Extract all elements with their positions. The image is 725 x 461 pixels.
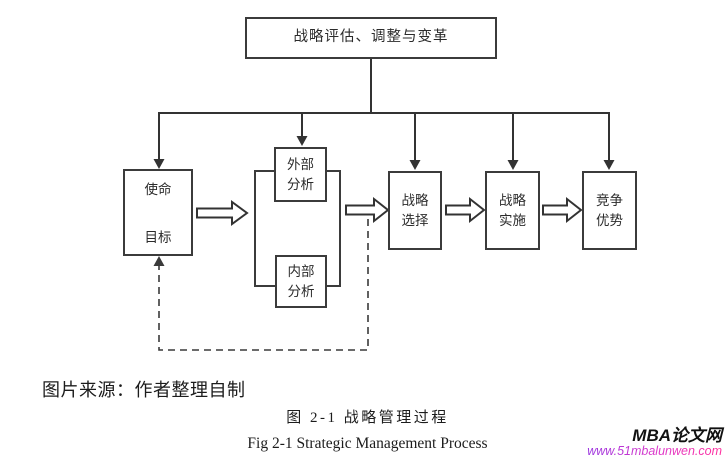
strategic-implementation-line1: 战略 — [499, 192, 526, 208]
drop-arrowhead-external-icon — [296, 136, 308, 146]
strategic-implementation-line2: 实施 — [499, 212, 526, 228]
watermark-site-name: MBA论文网 — [632, 425, 722, 445]
internal-analysis-line1: 内部 — [287, 263, 315, 279]
block-arrow-mission-to-analysis-icon — [196, 200, 249, 226]
goals-label: 目标 — [144, 230, 172, 246]
mission-label: 使命 — [144, 182, 172, 197]
watermark-site-url[interactable]: www.51mbalunwen.com — [587, 444, 722, 459]
figure-caption-english: Fig 2-1 Strategic Management Process — [247, 435, 488, 452]
image-source-note: 图片来源：作者整理自制 — [42, 380, 246, 400]
block-arrow-implementation-to-advantage-icon — [542, 196, 583, 224]
competitive-advantage-line2: 优势 — [596, 212, 623, 228]
external-analysis-line2: 分析 — [287, 176, 314, 192]
block-arrow-analysis-to-choice-icon — [345, 196, 390, 224]
drop-arrowhead-advantage-icon — [603, 160, 615, 170]
strategic-choice-line2: 选择 — [401, 212, 429, 228]
box-strategic-implementation: 战略 实施 — [485, 171, 540, 250]
box-strategy-evaluation-label: 战略评估、调整与变革 — [293, 29, 449, 46]
external-analysis-line1: 外部 — [287, 156, 314, 172]
drop-arrowhead-mission-icon — [153, 159, 165, 169]
box-mission-goals: 使命 目标 — [123, 169, 193, 256]
block-arrow-choice-to-implementation-icon — [445, 196, 486, 224]
competitive-advantage-line1: 竞争 — [596, 192, 623, 208]
box-internal-analysis: 内部 分析 — [275, 255, 327, 308]
feedback-arrowhead-icon — [153, 256, 165, 266]
box-external-analysis: 外部 分析 — [274, 147, 327, 202]
site-watermark: MBA论文网 www.51mbalunwen.com — [587, 425, 722, 459]
box-strategic-choice: 战略 选择 — [388, 171, 442, 250]
drop-arrowhead-implementation-icon — [507, 160, 519, 170]
box-competitive-advantage: 竞争 优势 — [582, 171, 637, 250]
drop-arrowhead-choice-icon — [409, 160, 421, 170]
internal-analysis-line2: 分析 — [287, 283, 315, 299]
box-strategy-evaluation: 战略评估、调整与变革 — [245, 17, 497, 59]
strategic-choice-line1: 战略 — [401, 192, 429, 208]
figure-caption-chinese: 图 2-1 战略管理过程 — [286, 410, 449, 426]
